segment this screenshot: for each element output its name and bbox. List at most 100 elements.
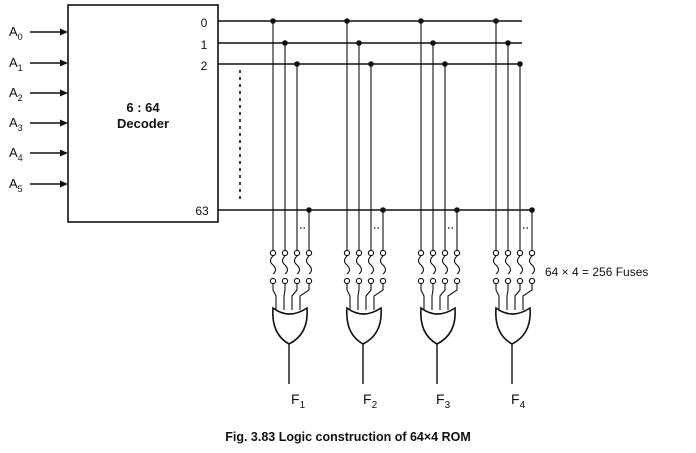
gate-input-wire: [514, 284, 521, 310]
fuse-link: [293, 255, 301, 275]
gate-input-wire: [522, 284, 533, 310]
fuse-terminal-bottom: [453, 277, 461, 285]
fuse-link: [343, 255, 351, 275]
junction-dot: [270, 18, 276, 24]
fuse-terminal-bottom: [367, 277, 375, 285]
gate-input-wire: [346, 284, 351, 310]
fuse-link: [528, 255, 536, 275]
fuse-terminal-top: [417, 249, 425, 257]
or-gate-f3: [420, 306, 456, 345]
decoder-block: [67, 4, 219, 223]
fuse-terminal-bottom: [379, 277, 387, 285]
fuse-terminal-bottom: [492, 277, 500, 285]
input-arrow-a3: [60, 119, 68, 127]
fuse-link: [355, 255, 363, 275]
gate-input-wire: [439, 284, 446, 310]
gate-input-wire: [365, 284, 372, 310]
gate-input-wire: [420, 284, 425, 310]
fuse-link: [429, 255, 437, 275]
gate-input-wire: [431, 284, 434, 310]
fuse-terminal-top: [453, 249, 461, 257]
input-arrow-a0: [60, 28, 68, 36]
input-label-base: A: [9, 145, 18, 160]
fuse-terminal-bottom: [504, 277, 512, 285]
fuse-terminal-top: [504, 249, 512, 257]
fuse-terminal-bottom: [293, 277, 301, 285]
gate-input-wire: [506, 284, 509, 310]
fuse-terminal-top: [441, 249, 449, 257]
fuse-terminal-top: [528, 249, 536, 257]
junction-dot: [505, 40, 511, 46]
input-label-base: A: [9, 176, 18, 191]
gate-input-wire: [272, 284, 277, 310]
gate-input-wire: [299, 284, 310, 310]
junction-dot: [442, 61, 448, 67]
fuse-terminal-bottom: [528, 277, 536, 285]
fuse-terminal-bottom: [417, 277, 425, 285]
or-gate-f4: [495, 306, 531, 345]
fuse-terminal-top: [281, 249, 289, 257]
input-label-a5: A5: [9, 176, 23, 194]
junction-dot: [493, 18, 499, 24]
decoder-label-ratio: 6 : 64: [126, 100, 160, 115]
fuse-link: [441, 255, 449, 275]
or-gate-f2: [346, 306, 382, 345]
junction-dot: [430, 40, 436, 46]
input-label-subscript: 5: [18, 184, 23, 194]
input-arrow-a5: [60, 180, 68, 188]
gate-input-wire: [283, 284, 286, 310]
junction-dot: [356, 40, 362, 46]
fuse-terminal-top: [293, 249, 301, 257]
fuse-terminal-top: [269, 249, 277, 257]
junction-dot: [306, 207, 312, 213]
fuse-terminal-bottom: [429, 277, 437, 285]
output-label-1: 1: [201, 38, 208, 52]
fuse-terminal-top: [516, 249, 524, 257]
input-label-subscript: 1: [18, 63, 23, 73]
fuse-terminal-top: [429, 249, 437, 257]
gate-input-wire: [291, 284, 298, 310]
or-gate-f1: [272, 306, 308, 345]
input-label-subscript: 3: [18, 123, 23, 133]
fuse-terminal-top: [492, 249, 500, 257]
fuse-link: [453, 255, 461, 275]
input-label-subscript: 0: [18, 32, 23, 42]
gate-input-wire: [447, 284, 458, 310]
fuse-terminal-bottom: [281, 277, 289, 285]
input-label-a2: A2: [9, 85, 23, 103]
decoder-label-name: Decoder: [117, 116, 169, 131]
fuse-link: [281, 255, 289, 275]
function-label-f2: F2: [363, 391, 378, 411]
gate-input-wire: [373, 284, 384, 310]
fuse-terminal-bottom: [441, 277, 449, 285]
input-label-base: A: [9, 55, 18, 70]
fuse-terminal-top: [355, 249, 363, 257]
figure-caption: Fig. 3.83 Logic construction of 64×4 ROM: [225, 430, 471, 444]
junction-dot: [454, 207, 460, 213]
junction-dot: [368, 61, 374, 67]
input-label-base: A: [9, 85, 18, 100]
fuse-link: [379, 255, 387, 275]
output-label-63: 63: [195, 204, 209, 218]
gate-input-wire: [357, 284, 360, 310]
function-label-f3: F3: [436, 391, 451, 411]
fuse-terminal-bottom: [516, 277, 524, 285]
fuse-terminal-bottom: [355, 277, 363, 285]
fuse-terminal-top: [305, 249, 313, 257]
fuse-link: [305, 255, 313, 275]
function-label-f4: F4: [511, 391, 526, 411]
fuse-link: [504, 255, 512, 275]
fuse-link: [417, 255, 425, 275]
input-label-base: A: [9, 115, 18, 130]
junction-dot: [380, 207, 386, 213]
junction-dot: [344, 18, 350, 24]
fuse-link: [516, 255, 524, 275]
junction-dot: [529, 207, 535, 213]
junction-dot: [517, 61, 523, 67]
fuse-terminal-top: [367, 249, 375, 257]
fuse-terminal-top: [343, 249, 351, 257]
fuse-terminal-top: [379, 249, 387, 257]
